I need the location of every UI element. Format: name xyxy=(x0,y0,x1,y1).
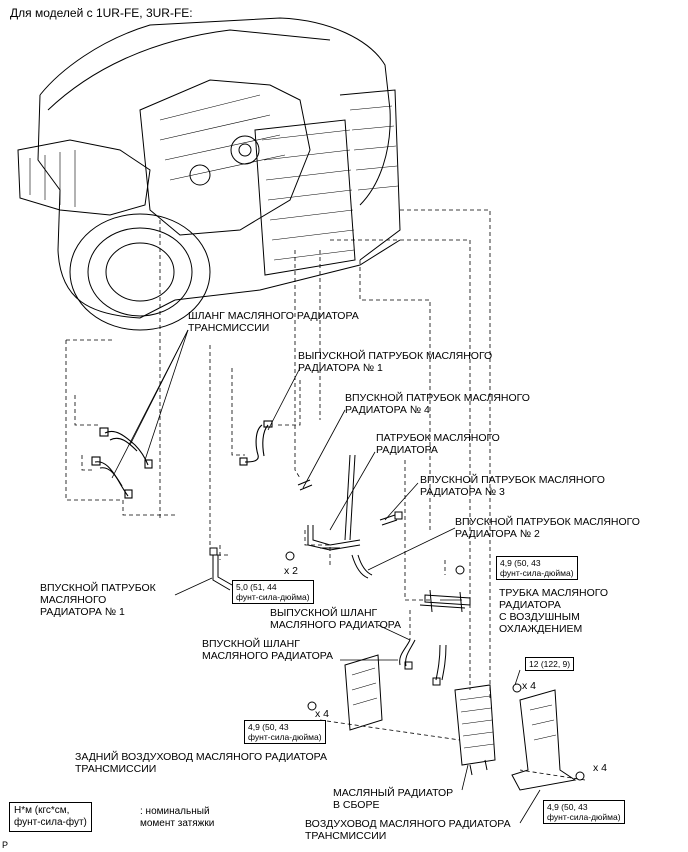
torque-spec-5: 4,9 (50, 43 фунт-сила-дюйма) xyxy=(543,800,625,824)
pipe-assembly xyxy=(297,454,403,579)
trans-cooler-hoses xyxy=(91,427,153,499)
label-trans-hose: ШЛАНГ МАСЛЯНОГО РАДИАТОРА ТРАНСМИССИИ xyxy=(188,310,359,334)
label-rear-air-duct: ЗАДНИЙ ВОЗДУХОВОД МАСЛЯНОГО РАДИАТОРА ТР… xyxy=(75,751,327,775)
rear-air-duct xyxy=(344,654,383,731)
label-inlet-hose: ВПУСКНОЙ ШЛАНГ МАСЛЯНОГО РАДИАТОРА xyxy=(202,638,334,662)
label-air-cooled-tube: ТРУБКА МАСЛЯНОГО РАДИАТОРА С ВОЗДУШНЫМ О… xyxy=(499,587,609,635)
outlet-pipe-1 xyxy=(239,420,273,466)
label-oil-cooler-assembly: МАСЛЯНЫЙ РАДИАТОР В СБОРЕ xyxy=(333,787,454,811)
air-cooled-tube xyxy=(419,589,471,613)
label-cooler-pipe: ПАТРУБОК МАСЛЯНОГО РАДИАТОРА xyxy=(376,432,500,456)
leader-lines xyxy=(111,329,541,824)
label-inlet-pipe-1: ВПУСКНОЙ ПАТРУБОК МАСЛЯНОГО РАДИАТОРА № … xyxy=(40,582,156,618)
legend-unit-box: Н*м (кгс*см, фунт-сила-фут) xyxy=(9,802,92,832)
label-air-duct: ВОЗДУХОВОД МАСЛЯНОГО РАДИАТОРА ТРАНСМИСС… xyxy=(305,818,511,842)
oil-cooler-assembly xyxy=(454,684,496,776)
torque-spec-3: 12 (122, 9) xyxy=(525,657,575,671)
torque-spec-1: 5,0 (51, 44 фунт-сила-дюйма) xyxy=(232,580,314,604)
air-duct xyxy=(511,689,577,791)
label-inlet-pipe-2: ВПУСКНОЙ ПАТРУБОК МАСЛЯНОГО РАДИАТОРА № … xyxy=(455,516,640,540)
multiplier-x4-c: x 4 xyxy=(593,762,608,774)
diagram-title: Для моделей с 1UR-FE, 3UR-FE: xyxy=(10,6,193,20)
legend-description: : номинальный момент затяжки xyxy=(140,806,215,829)
multiplier-x4-b: x 4 xyxy=(315,708,330,720)
torque-spec-2: 4,9 (50, 43 фунт-сила-дюйма) xyxy=(496,556,578,580)
label-inlet-pipe-4: ВПУСКНОЙ ПАТРУБОК МАСЛЯНОГО РАДИАТОРА № … xyxy=(345,392,530,416)
label-inlet-pipe-3: ВПУСКНОЙ ПАТРУБОК МАСЛЯНОГО РАДИАТОРА № … xyxy=(420,474,605,498)
multiplier-x4-a: x 4 xyxy=(522,680,537,692)
label-outlet-hose: ВЫПУСКНОЙ ШЛАНГ МАСЛЯНОГО РАДИАТОРА xyxy=(270,607,402,631)
cooler-hoses xyxy=(399,639,447,686)
label-outlet-pipe-1: ВЫПУСКНОЙ ПАТРУБОК МАСЛЯНОГО РАДИАТОРА №… xyxy=(298,350,493,374)
vehicle-engine-bay xyxy=(17,17,401,331)
inlet-pipe-1-part xyxy=(209,547,233,591)
corner-mark: P xyxy=(2,840,9,850)
assembly-guide-lines xyxy=(65,209,586,781)
multiplier-x2: x 2 xyxy=(284,565,299,577)
bolts xyxy=(285,551,585,781)
torque-spec-4: 4,9 (50, 43 фунт-сила-дюйма) xyxy=(244,720,326,744)
